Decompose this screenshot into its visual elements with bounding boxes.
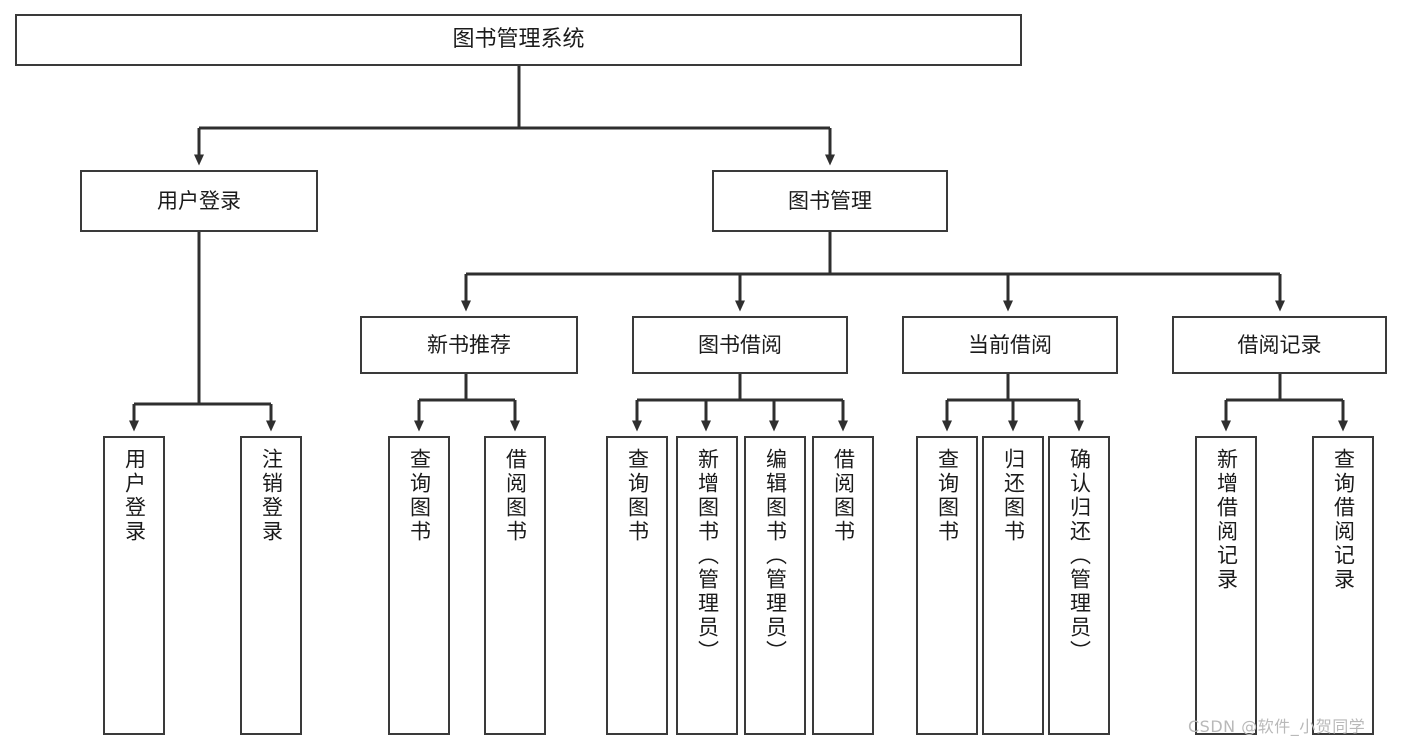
leaf-borrow-record-query[interactable]: 查询借阅记录 — [1312, 436, 1374, 735]
node-user-login[interactable]: 用户登录 — [80, 170, 318, 232]
leaf-book-borrow-borrow[interactable]: 借阅图书 — [812, 436, 874, 735]
leaf-current-borrow-confirm-return[interactable]: 确认归还（管理员） — [1048, 436, 1110, 735]
node-label: 借阅图书 — [503, 448, 528, 544]
leaf-new-book-query[interactable]: 查询图书 — [388, 436, 450, 735]
node-label: 图书管理 — [788, 188, 872, 213]
node-label: 图书借阅 — [698, 332, 782, 357]
leaf-book-borrow-add[interactable]: 新增图书（管理员） — [676, 436, 738, 735]
leaf-borrow-record-add[interactable]: 新增借阅记录 — [1195, 436, 1257, 735]
node-label: 图书管理系统 — [452, 27, 585, 53]
node-label: 注销登录 — [259, 448, 284, 544]
node-book-borrow[interactable]: 图书借阅 — [632, 316, 848, 374]
csdn-watermark: CSDN @软件_小贺同学 — [1188, 717, 1366, 736]
node-new-book-recommend[interactable]: 新书推荐 — [360, 316, 578, 374]
node-label: 用户登录 — [157, 188, 241, 213]
node-book-management[interactable]: 图书管理 — [712, 170, 948, 232]
node-label: 查询借阅记录 — [1331, 448, 1356, 592]
node-root-system[interactable]: 图书管理系统 — [15, 14, 1022, 66]
node-label: 查询图书 — [625, 448, 650, 544]
node-label: 新书推荐 — [427, 332, 511, 357]
leaf-new-book-borrow[interactable]: 借阅图书 — [484, 436, 546, 735]
node-label: 借阅记录 — [1237, 332, 1322, 357]
node-label: 新增图书（管理员） — [695, 448, 720, 664]
node-label: 当前借阅 — [968, 332, 1052, 357]
node-current-borrow[interactable]: 当前借阅 — [902, 316, 1118, 374]
leaf-current-borrow-query[interactable]: 查询图书 — [916, 436, 978, 735]
leaf-current-borrow-return[interactable]: 归还图书 — [982, 436, 1044, 735]
node-label: 借阅图书 — [831, 448, 856, 544]
leaf-user-login-logout[interactable]: 注销登录 — [240, 436, 302, 735]
leaf-book-borrow-edit[interactable]: 编辑图书（管理员） — [744, 436, 806, 735]
node-label: 查询图书 — [935, 448, 960, 544]
node-label: 查询图书 — [407, 448, 432, 544]
node-borrow-record[interactable]: 借阅记录 — [1172, 316, 1387, 374]
node-label: 新增借阅记录 — [1214, 448, 1239, 592]
node-label: 编辑图书（管理员） — [763, 448, 788, 664]
leaf-book-borrow-query[interactable]: 查询图书 — [606, 436, 668, 735]
node-label: 确认归还（管理员） — [1067, 448, 1092, 664]
leaf-user-login-login[interactable]: 用户登录 — [103, 436, 165, 735]
node-label: 归还图书 — [1001, 448, 1026, 544]
node-label: 用户登录 — [122, 448, 147, 544]
